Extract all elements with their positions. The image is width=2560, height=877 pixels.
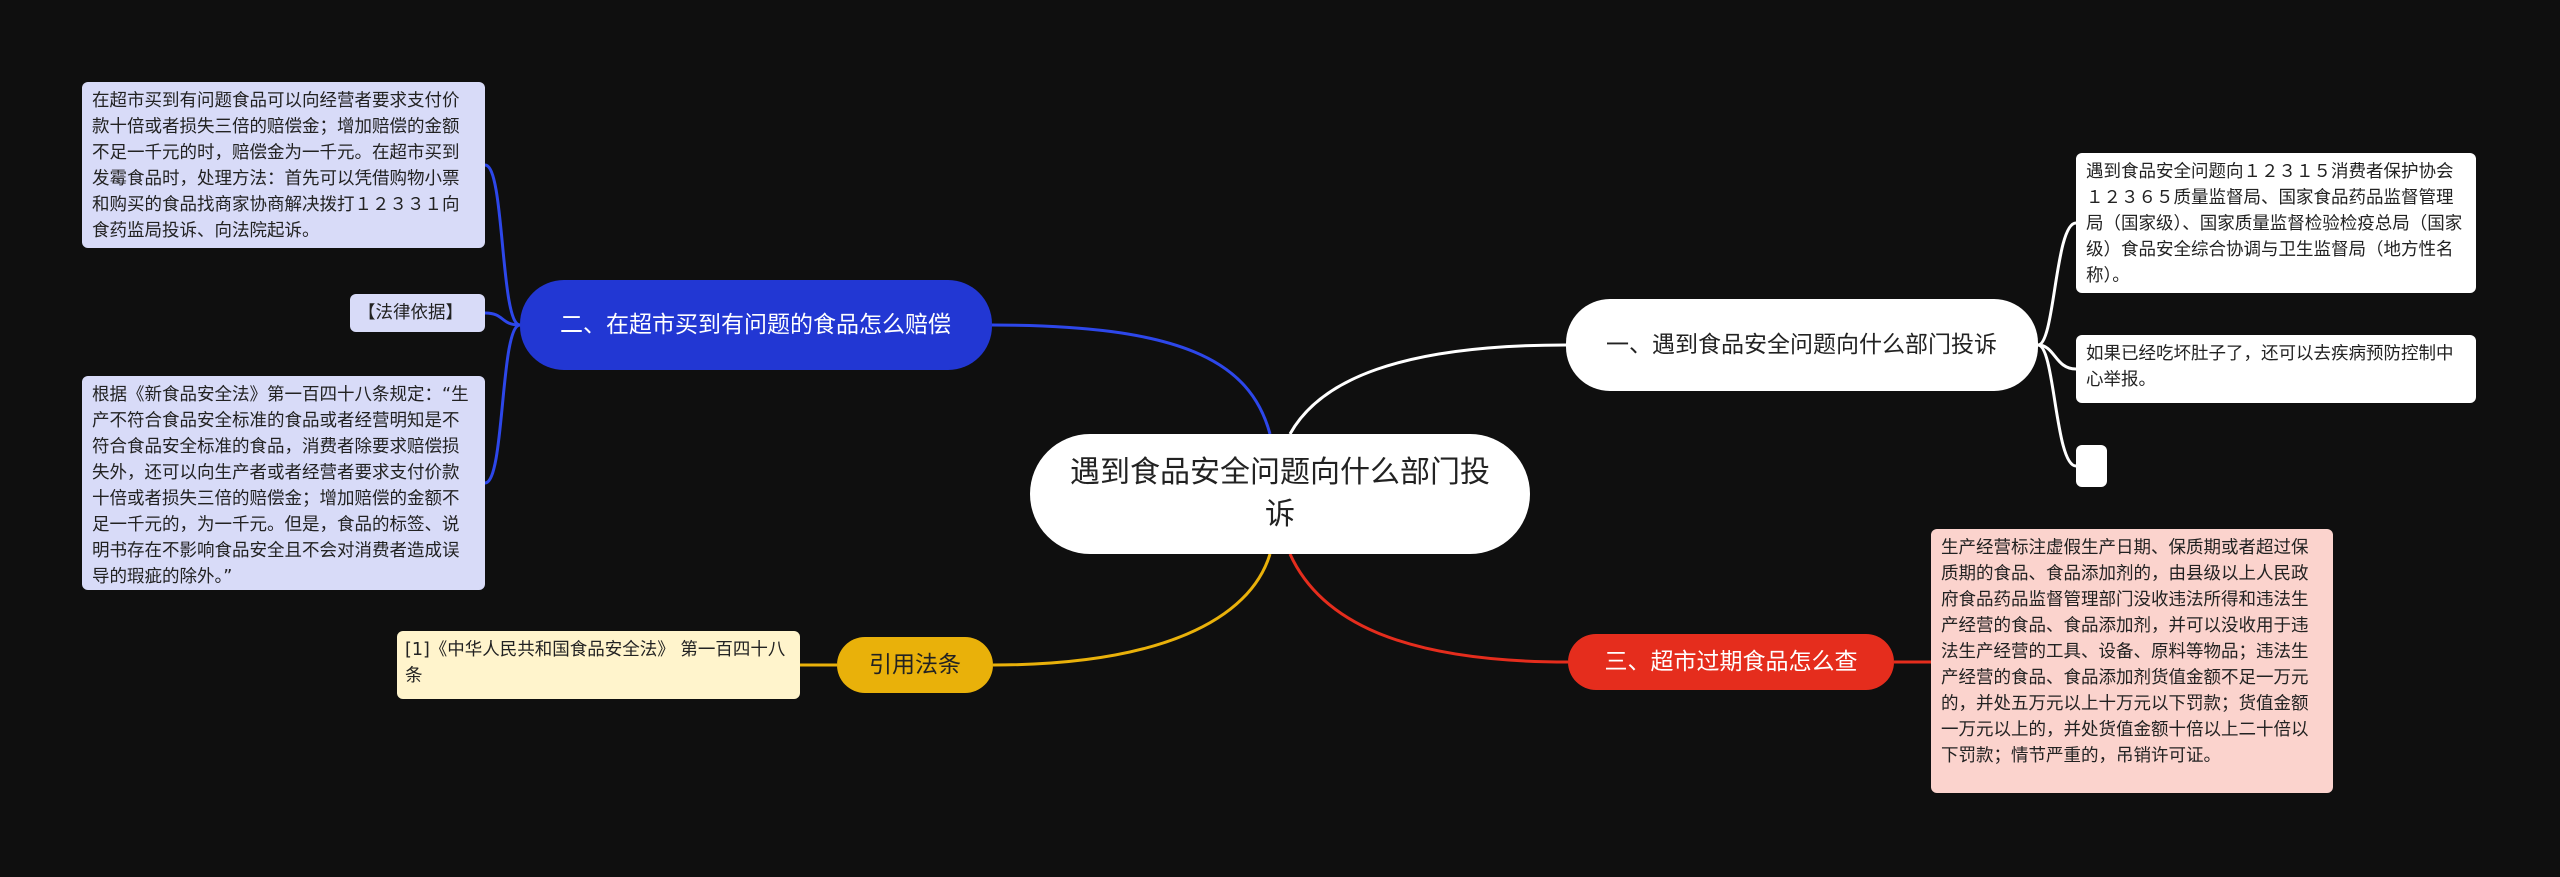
central-topic[interactable]: 遇到食品安全问题向什么部门投诉	[1030, 434, 1530, 554]
leaf-article-148[interactable]: 根据《新食品安全法》第一百四十八条规定：“生产不符合食品安全标准的食品或者经营明…	[82, 376, 485, 590]
connector-center-right1	[1288, 343, 1567, 435]
connector-right1-leaf3	[2037, 343, 2077, 468]
leaf-compensation-method[interactable]: 在超市买到有问题食品可以向经营者要求支付价款十倍或者损失三倍的赔偿金；增加赔偿的…	[82, 82, 485, 248]
topic-label: 引用法条	[869, 652, 961, 678]
topic-label: 二、在超市买到有问题的食品怎么赔偿	[560, 312, 951, 338]
topic-supermarket-compensation[interactable]: 二、在超市买到有问题的食品怎么赔偿	[520, 280, 992, 370]
connector-center-right3	[1288, 553, 1569, 664]
connector-center-left1	[991, 323, 1272, 435]
leaf-empty[interactable]	[2076, 445, 2107, 487]
topic-label: 三、超市过期食品怎么查	[1604, 649, 1858, 675]
topic-label: 一、遇到食品安全问题向什么部门投诉	[1606, 332, 1997, 358]
topic-complaint-departments[interactable]: 一、遇到食品安全问题向什么部门投诉	[1566, 299, 2038, 391]
connector-left1-leaf1	[484, 163, 521, 327]
topic-expired-food-check[interactable]: 三、超市过期食品怎么查	[1568, 634, 1894, 690]
connector-left1-leaf2	[484, 311, 521, 327]
leaf-expired-food-penalty[interactable]: 生产经营标注虚假生产日期、保质期或者超过保质期的食品、食品添加剂的，由县级以上人…	[1931, 529, 2333, 793]
connector-left1-leaf3	[484, 323, 521, 485]
leaf-complaint-agencies[interactable]: 遇到食品安全问题向１２３１５消费者保护协会１２３６５质量监督局、国家食品药品监督…	[2076, 153, 2476, 293]
connector-center-left3	[992, 553, 1272, 667]
central-topic-label: 遇到食品安全问题向什么部门投诉	[1070, 455, 1490, 532]
leaf-law-citation[interactable]: [1]《中华人民共和国食品安全法》 第一百四十八条	[397, 631, 800, 699]
leaf-cdc-report[interactable]: 如果已经吃坏肚子了，还可以去疾病预防控制中心举报。	[2076, 335, 2476, 403]
topic-cited-law[interactable]: 引用法条	[837, 637, 993, 693]
connector-right1-leaf1	[2037, 221, 2077, 347]
leaf-legal-basis[interactable]: 【法律依据】	[350, 294, 485, 332]
